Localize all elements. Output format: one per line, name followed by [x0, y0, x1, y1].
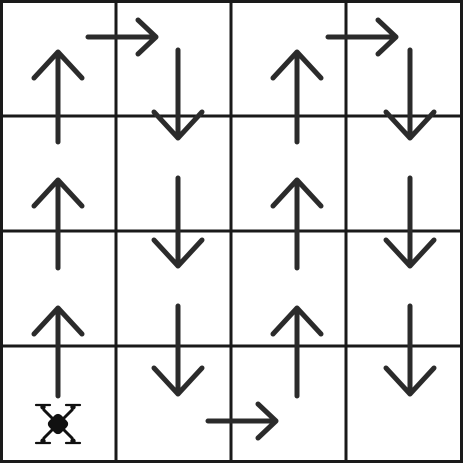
arrow-right-r3c1-to-r3c2-icon [205, 401, 279, 441]
arrow-down-r0c1-icon [151, 47, 205, 141]
drone-icon [34, 403, 82, 445]
arrow-down-r2c3-icon [383, 303, 437, 397]
arrow-up-r2c2-icon [270, 305, 324, 399]
arrow-down-r0c3-icon [383, 47, 437, 141]
arrow-up-r2c0-icon [31, 305, 85, 399]
arrow-up-r0c0-icon [31, 49, 85, 145]
arrow-down-r2c1-icon [151, 303, 205, 397]
arrows-layer [31, 17, 437, 441]
arrow-down-r1c1-icon [151, 175, 205, 269]
arrow-down-r1c3-icon [383, 175, 437, 269]
arrow-up-r1c0-icon [31, 177, 85, 271]
arrow-up-r0c2-icon [270, 49, 324, 145]
arrow-right-r0c2-to-r0c3-icon [325, 17, 399, 57]
arrow-up-r1c2-icon [270, 177, 324, 271]
arrow-right-r0c0-to-r0c1-icon [85, 17, 159, 57]
